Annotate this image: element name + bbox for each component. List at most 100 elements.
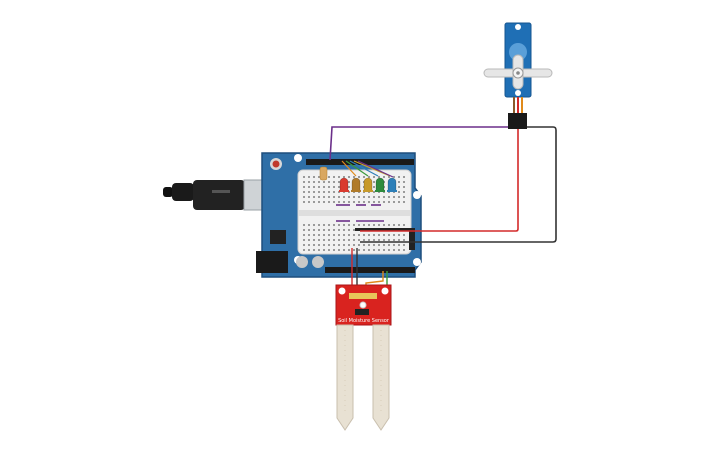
- breadboard-hole: [323, 191, 325, 193]
- breadboard-hole: [318, 181, 320, 183]
- breadboard-hole: [313, 196, 315, 198]
- breadboard-hole: [343, 234, 345, 236]
- breadboard-hole: [403, 191, 405, 193]
- analog-power-header[interactable]: [325, 267, 415, 273]
- dc-power-jack[interactable]: [256, 251, 288, 273]
- breadboard-hole: [308, 191, 310, 193]
- breadboard-hole: [348, 249, 350, 251]
- breadboard-hole: [328, 201, 330, 203]
- led-rim: [351, 190, 361, 192]
- servo-mount-hole: [515, 90, 521, 96]
- breadboard-hole: [363, 244, 365, 246]
- breadboard-hole: [403, 176, 405, 178]
- breadboard-hole: [403, 244, 405, 246]
- breadboard-hole: [393, 234, 395, 236]
- servo-ground-wire[interactable]: [360, 126, 557, 243]
- led[interactable]: [363, 177, 373, 192]
- breadboard-hole: [373, 191, 375, 193]
- breadboard-hole: [338, 181, 340, 183]
- breadboard-hole: [373, 239, 375, 241]
- breadboard-hole: [328, 229, 330, 231]
- breadboard-hole: [378, 201, 380, 203]
- breadboard-hole: [323, 181, 325, 183]
- breadboard-hole: [358, 196, 360, 198]
- led[interactable]: [351, 177, 361, 192]
- breadboard-hole: [368, 249, 370, 251]
- led[interactable]: [375, 177, 385, 192]
- sensor-prong-right: [372, 324, 390, 431]
- breadboard-hole: [338, 249, 340, 251]
- breadboard-hole: [308, 224, 310, 226]
- sensor-led: [359, 301, 367, 309]
- breadboard-hole: [318, 224, 320, 226]
- breadboard-hole: [323, 196, 325, 198]
- breadboard-hole: [303, 186, 305, 188]
- breadboard-hole: [373, 176, 375, 178]
- breadboard-hole: [328, 224, 330, 226]
- led-jumper-wires: [341, 160, 394, 178]
- breadboard-hole: [348, 201, 350, 203]
- breadboard-hole: [308, 234, 310, 236]
- usb-plug-body: [193, 180, 245, 210]
- resistor[interactable]: [319, 166, 328, 181]
- breadboard-hole: [318, 191, 320, 193]
- breadboard-hole: [323, 201, 325, 203]
- breadboard-hole: [383, 244, 385, 246]
- breadboard-hole: [393, 249, 395, 251]
- servo-connector[interactable]: [508, 113, 527, 129]
- breadboard-hole: [398, 181, 400, 183]
- breadboard-hole: [333, 234, 335, 236]
- breadboard-hole: [393, 196, 395, 198]
- servo-power-wire[interactable]: [360, 128, 519, 232]
- servo-signal-wire[interactable]: [329, 126, 511, 161]
- breadboard-hole: [328, 244, 330, 246]
- breadboard-hole: [333, 244, 335, 246]
- breadboard-hole: [308, 201, 310, 203]
- breadboard-hole: [373, 186, 375, 188]
- breadboard-hole: [388, 244, 390, 246]
- breadboard-hole: [383, 201, 385, 203]
- breadboard-hole: [353, 196, 355, 198]
- breadboard-hole: [338, 229, 340, 231]
- breadboard-hole: [313, 249, 315, 251]
- servo-motor[interactable]: [483, 22, 553, 129]
- breadboard-hole: [393, 239, 395, 241]
- breadboard-hole: [343, 176, 345, 178]
- breadboard-hole: [388, 201, 390, 203]
- breadboard-hole: [378, 249, 380, 251]
- breadboard-hole: [338, 186, 340, 188]
- breadboard-hole: [343, 196, 345, 198]
- breadboard-hole: [328, 186, 330, 188]
- mounting-hole: [413, 258, 421, 266]
- breadboard-hole: [378, 244, 380, 246]
- breadboard-hole: [318, 196, 320, 198]
- breadboard-hole: [318, 201, 320, 203]
- sensor-pin-header[interactable]: [349, 293, 377, 299]
- usb-cable[interactable]: [163, 179, 285, 211]
- breadboard-hole: [373, 244, 375, 246]
- breadboard-hole: [328, 181, 330, 183]
- servo-gear-housing: [509, 43, 527, 61]
- breadboard-hole: [363, 176, 365, 178]
- breadboard-hole: [328, 176, 330, 178]
- breadboard-hole: [388, 239, 390, 241]
- breadboard-hole: [328, 196, 330, 198]
- breadboard-hole: [353, 224, 355, 226]
- breadboard-hole: [328, 249, 330, 251]
- mini-breadboard[interactable]: [297, 166, 415, 255]
- breadboard-hole: [348, 186, 350, 188]
- breadboard-hole: [403, 249, 405, 251]
- breadboard-hole: [308, 244, 310, 246]
- breadboard-hole: [378, 224, 380, 226]
- sensor-prong-left: [336, 324, 354, 431]
- led[interactable]: [339, 177, 349, 192]
- sensor-label: Soil Moisture Sensor: [338, 318, 390, 324]
- breadboard-hole: [358, 239, 360, 241]
- led[interactable]: [387, 177, 397, 192]
- breadboard-hole: [383, 176, 385, 178]
- breadboard-hole: [393, 244, 395, 246]
- soil-moisture-sensor[interactable]: Soil Moisture Sensor: [335, 284, 392, 431]
- breadboard-hole: [358, 244, 360, 246]
- breadboard-hole: [303, 249, 305, 251]
